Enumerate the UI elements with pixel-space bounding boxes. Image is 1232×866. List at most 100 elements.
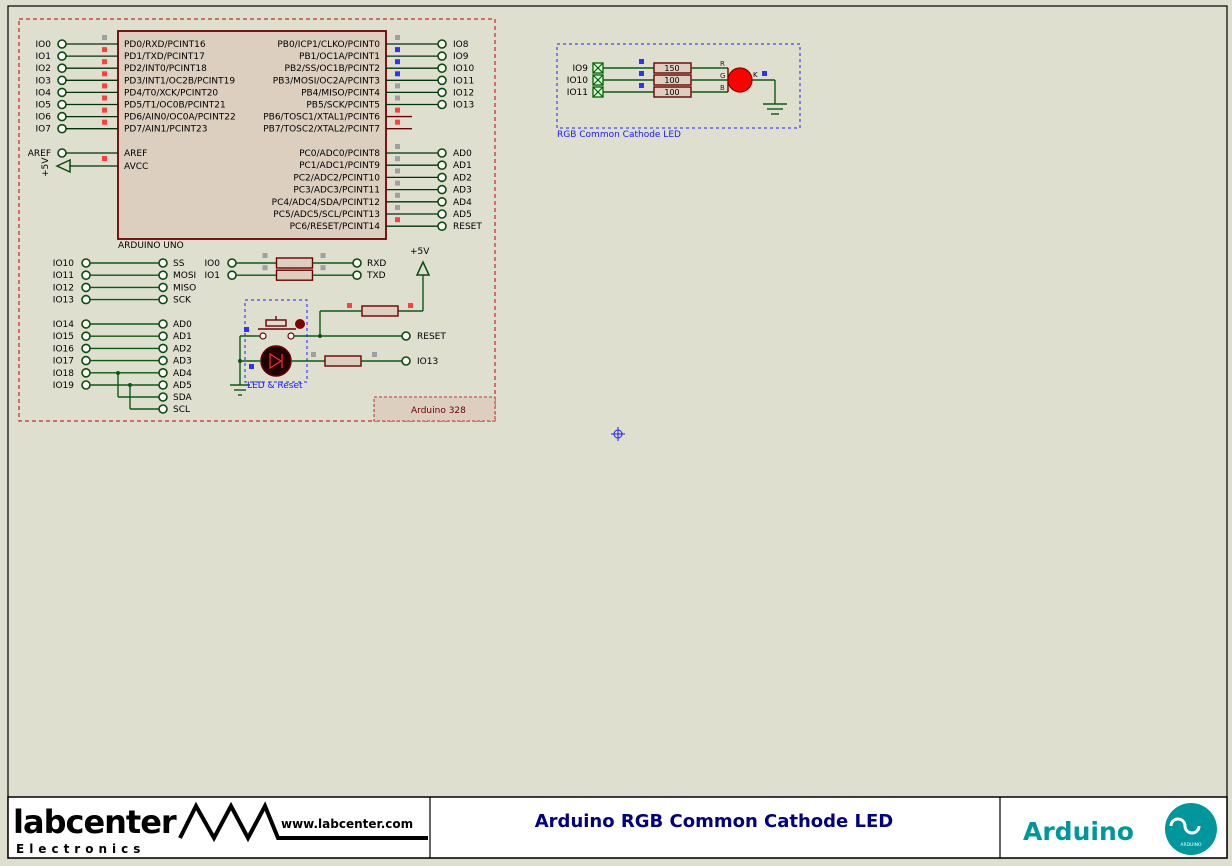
pin-terminal[interactable]: [437, 172, 447, 183]
pin-terminal[interactable]: [437, 63, 447, 73]
net-terminal[interactable]: [81, 367, 91, 378]
net-terminal[interactable]: [158, 270, 168, 281]
atmega-chip-body[interactable]: [117, 30, 387, 240]
pin-terminal[interactable]: [57, 99, 67, 110]
pin-terminal[interactable]: [437, 148, 447, 158]
aref-pin[interactable]: AREF AREF: [28, 148, 148, 159]
pin-terminal[interactable]: [437, 39, 447, 49]
net-to-label: MOSI: [173, 271, 196, 281]
net-terminal[interactable]: [81, 331, 91, 342]
pin-terminal[interactable]: [437, 75, 447, 86]
pin-terminal[interactable]: [57, 75, 67, 86]
pin-terminal[interactable]: [57, 51, 67, 61]
net-terminal[interactable]: [81, 258, 91, 268]
net-terminal[interactable]: [158, 282, 168, 293]
pin-terminal[interactable]: [437, 51, 447, 61]
pin-terminal[interactable]: [57, 123, 67, 134]
net-terminal[interactable]: [158, 294, 168, 305]
led-resistor[interactable]: [324, 355, 362, 367]
net-terminal[interactable]: [158, 343, 168, 354]
net-terminal[interactable]: [158, 331, 168, 342]
net-terminal[interactable]: [352, 270, 362, 281]
net-terminal[interactable]: [158, 367, 168, 378]
rgb-led-icon[interactable]: [727, 67, 753, 93]
net-to-label: RXD: [367, 259, 386, 269]
net-terminal[interactable]: [158, 258, 168, 268]
io13-terminal[interactable]: [401, 356, 411, 366]
net-terminal[interactable]: [227, 258, 237, 268]
net-terminal[interactable]: [81, 294, 91, 305]
net-terminal[interactable]: [158, 380, 168, 390]
pin-terminal[interactable]: [437, 87, 447, 98]
led-reset-section[interactable]: LED & Reset +5V RESET: [230, 247, 446, 396]
pin-terminal[interactable]: [57, 111, 67, 122]
aref-terminal[interactable]: [57, 148, 67, 158]
pin-terminal[interactable]: [437, 99, 447, 110]
pin-terminal[interactable]: [437, 209, 447, 219]
net-terminal[interactable]: [81, 282, 91, 293]
net-terminal[interactable]: [81, 380, 91, 390]
net-terminal[interactable]: [227, 270, 237, 281]
series-resistor[interactable]: [275, 269, 314, 281]
pin-terminal[interactable]: [437, 184, 447, 195]
pullup-resistor[interactable]: [361, 305, 399, 317]
net-terminal[interactable]: [158, 319, 168, 329]
pin-state-marker: [395, 168, 400, 174]
net-terminal[interactable]: [81, 319, 91, 329]
pin-net-label: IO9: [453, 52, 469, 62]
sda-terminal[interactable]: [158, 392, 168, 402]
net-terminal[interactable]: [158, 355, 168, 366]
net-to-label: SCK: [173, 296, 192, 306]
pin-terminal[interactable]: [57, 39, 67, 49]
reset-button[interactable]: [265, 319, 287, 327]
pin-terminal[interactable]: [437, 221, 447, 231]
series-resistor[interactable]: [275, 257, 314, 269]
right-pin-nc6[interactable]: PB6/TOSC1/XTAL1/PCINT6: [263, 107, 412, 123]
net-terminal[interactable]: [81, 355, 91, 366]
pin-terminal[interactable]: [57, 87, 67, 98]
pin-terminal[interactable]: [437, 160, 447, 170]
net-terminal[interactable]: [81, 343, 91, 354]
pin-net-label: IO8: [453, 40, 469, 50]
net-terminal[interactable]: [352, 258, 362, 268]
pin-terminal[interactable]: [57, 63, 67, 73]
pin-terminal[interactable]: [437, 197, 447, 207]
avcc-pin[interactable]: +5V AVCC: [41, 156, 148, 177]
net-terminal[interactable]: [81, 270, 91, 281]
right-pin-nc7[interactable]: PB7/TOSC2/XTAL2/PCINT7: [263, 119, 412, 135]
net-to-label: AD4: [173, 369, 192, 379]
status-led-icon[interactable]: [260, 345, 292, 377]
scl-terminal[interactable]: [158, 404, 168, 414]
arduino-logo-icon: [1165, 803, 1217, 855]
reset-terminal[interactable]: [401, 331, 411, 341]
